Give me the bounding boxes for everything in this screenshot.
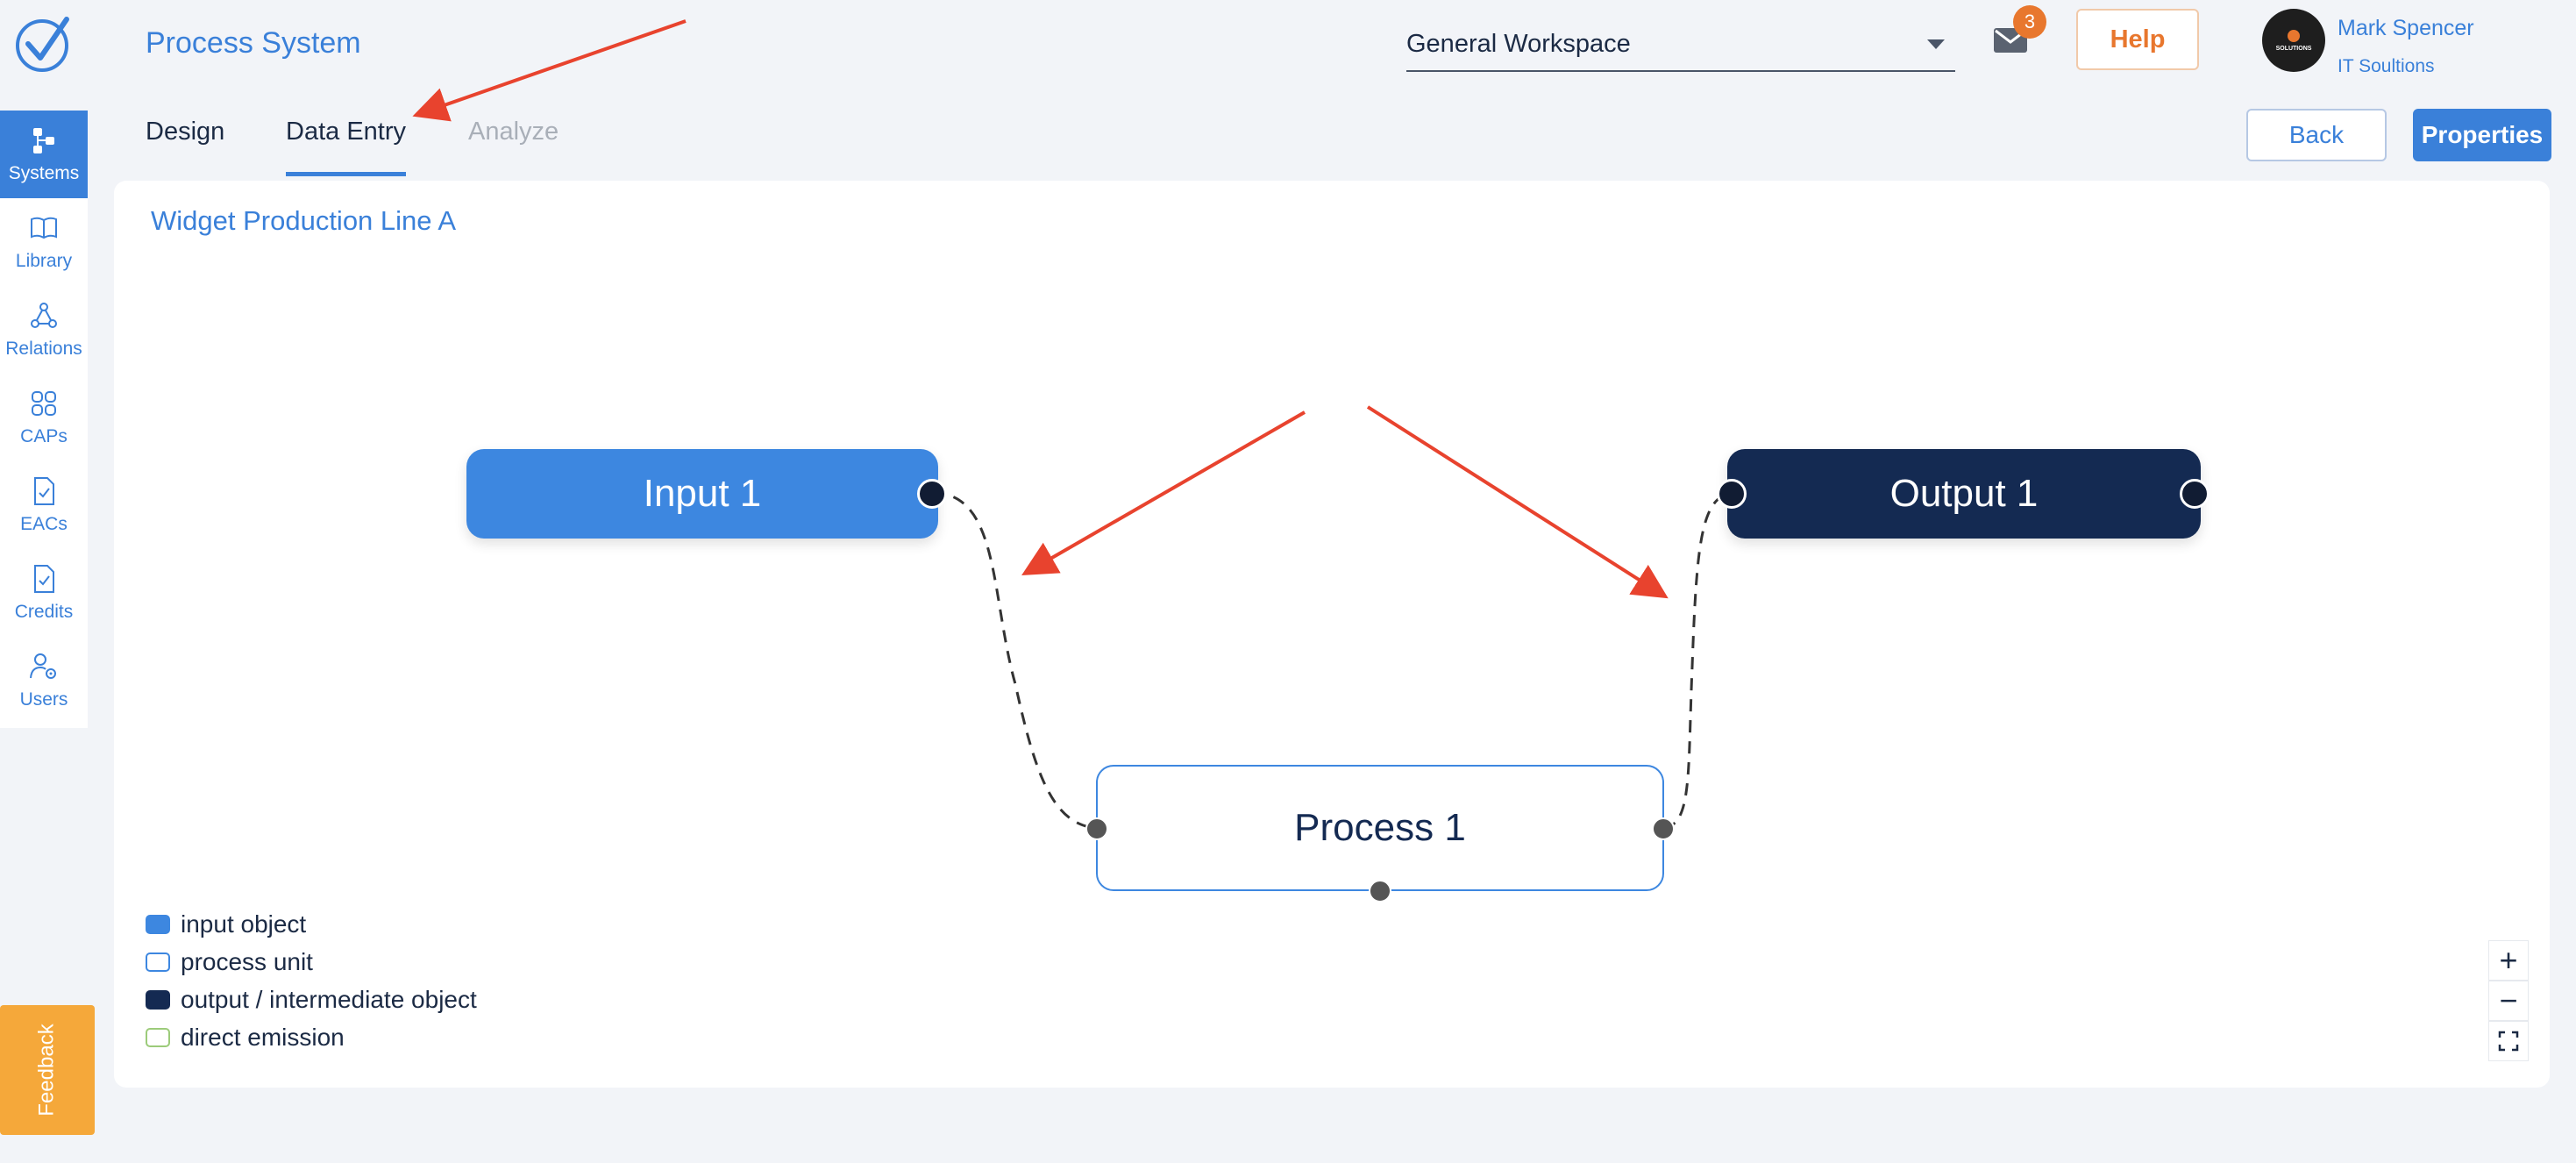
avatar-logo-mark <box>2288 29 2300 42</box>
legend-label: direct emission <box>181 1024 345 1051</box>
notification-badge: 3 <box>2013 5 2046 39</box>
sidebar-item-label: Systems <box>8 163 80 183</box>
sidebar: Systems Library Relations CAPs EACs <box>0 111 88 728</box>
legend-label: output / intermediate object <box>181 986 477 1013</box>
output-in-port[interactable] <box>1717 479 1747 509</box>
active-tab-indicator <box>286 172 406 176</box>
avatar[interactable]: SOLUTIONS <box>2262 9 2325 72</box>
back-button[interactable]: Back <box>2246 109 2387 161</box>
chevron-down-icon <box>1927 39 1945 49</box>
sidebar-item-label: Relations <box>5 339 82 359</box>
systems-icon <box>33 128 54 153</box>
avatar-text: SOLUTIONS <box>2275 45 2312 52</box>
legend-swatch <box>146 953 170 972</box>
grid-icon <box>32 391 56 416</box>
legend-label: process unit <box>181 948 313 975</box>
sidebar-item-label: Credits <box>14 602 74 622</box>
node-process[interactable]: Process 1 <box>1096 765 1664 891</box>
user-gear-icon <box>30 653 56 679</box>
sidebar-item-systems[interactable]: Systems <box>0 111 88 198</box>
tab-design[interactable]: Design <box>146 118 225 146</box>
sidebar-item-library[interactable]: Library <box>0 198 88 286</box>
sidebar-item-users[interactable]: Users <box>0 637 88 724</box>
document-check-icon <box>34 565 54 593</box>
legend-item: direct emission <box>146 1024 345 1052</box>
legend-swatch <box>146 915 170 934</box>
input-out-port[interactable] <box>917 479 947 509</box>
sidebar-item-eacs[interactable]: EACs <box>0 461 88 549</box>
feedback-button[interactable]: Feedback <box>0 1005 95 1135</box>
relations-icon <box>31 303 57 328</box>
legend-swatch <box>146 990 170 1010</box>
output-out-port[interactable] <box>2180 479 2210 509</box>
legend-item: output / intermediate object <box>146 986 477 1014</box>
legend-item: input object <box>146 910 306 938</box>
node-output[interactable]: Output 1 <box>1727 449 2201 539</box>
app-title: Process System <box>146 26 361 60</box>
tab-analyze[interactable]: Analyze <box>468 118 559 146</box>
fit-view-button[interactable] <box>2488 1021 2529 1061</box>
sidebar-item-credits[interactable]: Credits <box>0 549 88 637</box>
user-org: IT Soultions <box>2338 56 2435 76</box>
annotation-arrow-tab <box>412 19 687 122</box>
sidebar-item-label: Library <box>15 251 73 271</box>
process-in-port[interactable] <box>1085 817 1108 840</box>
app-logo[interactable] <box>12 12 75 75</box>
legend-label: input object <box>181 910 307 938</box>
zoom-out-button[interactable]: − <box>2488 981 2529 1021</box>
process-emission-port[interactable] <box>1369 880 1391 903</box>
feedback-label: Feedback <box>35 1024 59 1117</box>
legend-swatch <box>146 1028 170 1047</box>
sidebar-item-label: CAPs <box>20 426 68 446</box>
help-button[interactable]: Help <box>2076 9 2199 70</box>
book-icon <box>31 217 57 239</box>
zoom-in-button[interactable]: + <box>2488 940 2529 981</box>
sidebar-item-relations[interactable]: Relations <box>0 286 88 374</box>
sidebar-item-label: EACs <box>20 514 68 534</box>
tab-data-entry[interactable]: Data Entry <box>286 118 406 146</box>
workspace-value: General Workspace <box>1406 29 1631 58</box>
sidebar-item-caps[interactable]: CAPs <box>0 374 88 461</box>
diagram-canvas[interactable] <box>114 181 2550 1088</box>
system-title: Widget Production Line A <box>151 205 457 236</box>
sidebar-item-label: Users <box>19 689 68 710</box>
workspace-select[interactable]: General Workspace <box>1406 18 1955 72</box>
user-name[interactable]: Mark Spencer <box>2338 16 2474 40</box>
fullscreen-icon <box>2498 1031 2519 1052</box>
process-out-port[interactable] <box>1652 817 1675 840</box>
properties-button[interactable]: Properties <box>2413 109 2551 161</box>
node-input[interactable]: Input 1 <box>466 449 938 539</box>
legend-item: process unit <box>146 948 313 976</box>
document-check-icon <box>34 477 54 505</box>
